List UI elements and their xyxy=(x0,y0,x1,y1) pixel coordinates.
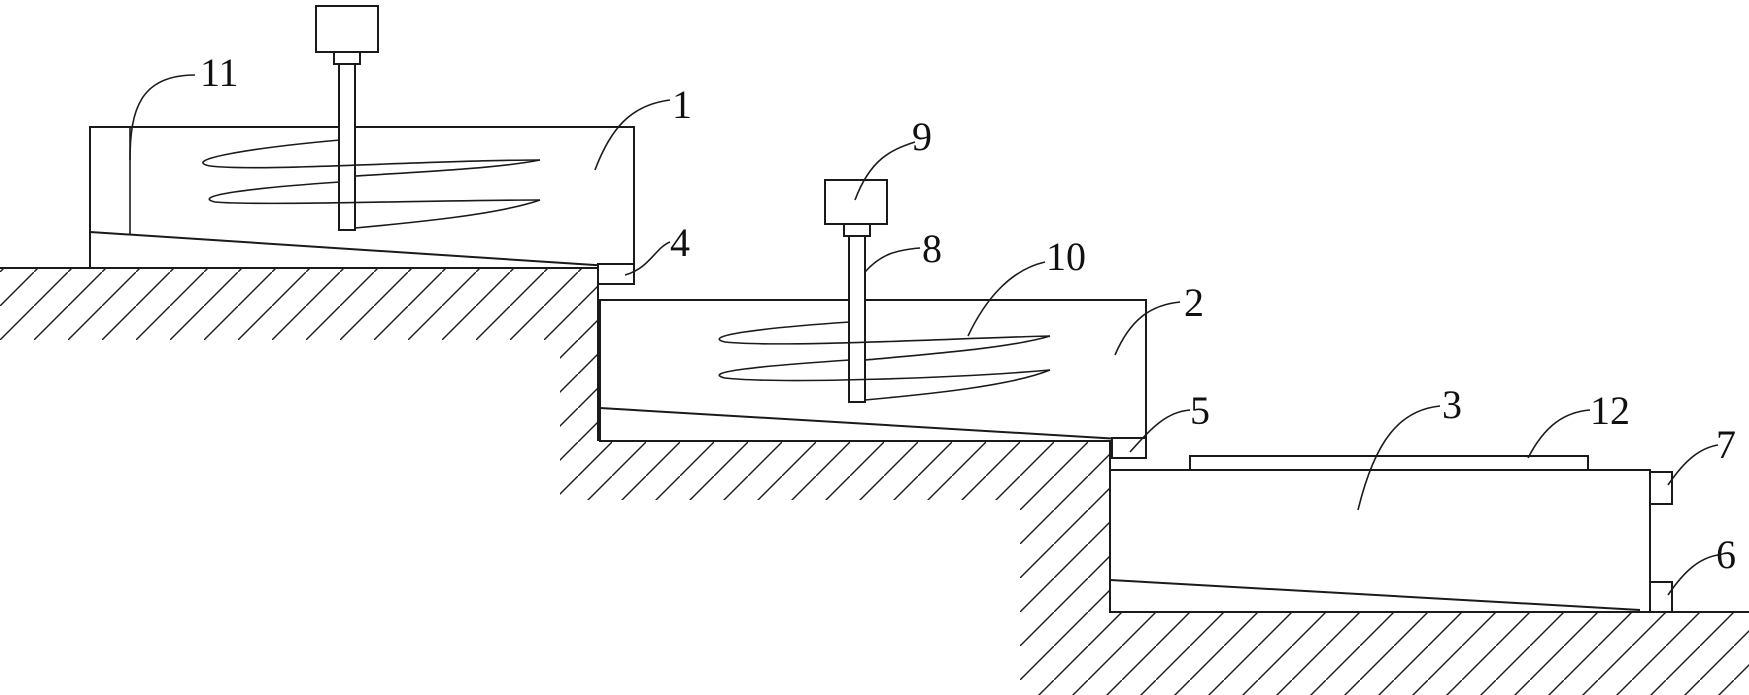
leader-12 xyxy=(1527,409,1591,459)
motor-top xyxy=(315,5,379,53)
leader-4 xyxy=(624,241,671,276)
label-7: 7 xyxy=(1716,422,1736,467)
blade-top-4 xyxy=(354,199,541,229)
leader-9 xyxy=(854,141,916,201)
label-8: 8 xyxy=(922,226,942,271)
blade-top-3 xyxy=(354,159,541,177)
blade-top-2 xyxy=(208,181,541,205)
leader-11 xyxy=(129,74,196,161)
labels: 11 1 4 9 8 10 2 5 3 12 7 6 xyxy=(200,50,1736,577)
motor-coupling-top xyxy=(333,51,361,65)
outlet-4 xyxy=(597,263,635,285)
blade-mid-3 xyxy=(864,335,1051,361)
cover-12 xyxy=(1189,455,1589,471)
shaft-top xyxy=(338,63,356,231)
blade-mid-2 xyxy=(718,359,1051,382)
tank-3-sloped-bottom xyxy=(1109,579,1641,611)
tank-1 xyxy=(89,5,635,285)
label-1: 1 xyxy=(672,82,692,127)
blade-mid-1 xyxy=(718,321,1051,345)
outlet-6 xyxy=(1649,581,1673,613)
hatch-mask-mid xyxy=(0,500,1020,695)
tank-2 xyxy=(599,179,1147,459)
leader-5 xyxy=(1129,409,1191,453)
tank-2-sloped-bottom xyxy=(599,407,1121,440)
tank-1-sloped-bottom xyxy=(89,231,611,267)
leader-7 xyxy=(1667,444,1719,486)
leader-lines xyxy=(129,74,1719,596)
shaft-8 xyxy=(848,235,866,403)
leader-3 xyxy=(1357,405,1441,511)
tank-3 xyxy=(1109,455,1673,613)
leader-1 xyxy=(594,99,671,171)
label-3: 3 xyxy=(1442,382,1462,427)
leader-10 xyxy=(967,261,1046,337)
blade-top-1 xyxy=(202,139,541,169)
label-9: 9 xyxy=(912,114,932,159)
part-7 xyxy=(1649,471,1673,505)
leader-6 xyxy=(1667,554,1719,596)
label-11: 11 xyxy=(200,50,239,95)
label-10: 10 xyxy=(1046,234,1086,279)
motor-coupling-mid xyxy=(843,223,871,237)
label-4: 4 xyxy=(670,220,690,265)
label-2: 2 xyxy=(1184,280,1204,325)
leader-8 xyxy=(864,247,921,273)
label-6: 6 xyxy=(1716,532,1736,577)
blade-mid-4 xyxy=(864,369,1051,401)
label-12: 12 xyxy=(1590,388,1630,433)
leader-2 xyxy=(1114,301,1181,356)
motor-9 xyxy=(824,179,888,225)
label-5: 5 xyxy=(1190,388,1210,433)
